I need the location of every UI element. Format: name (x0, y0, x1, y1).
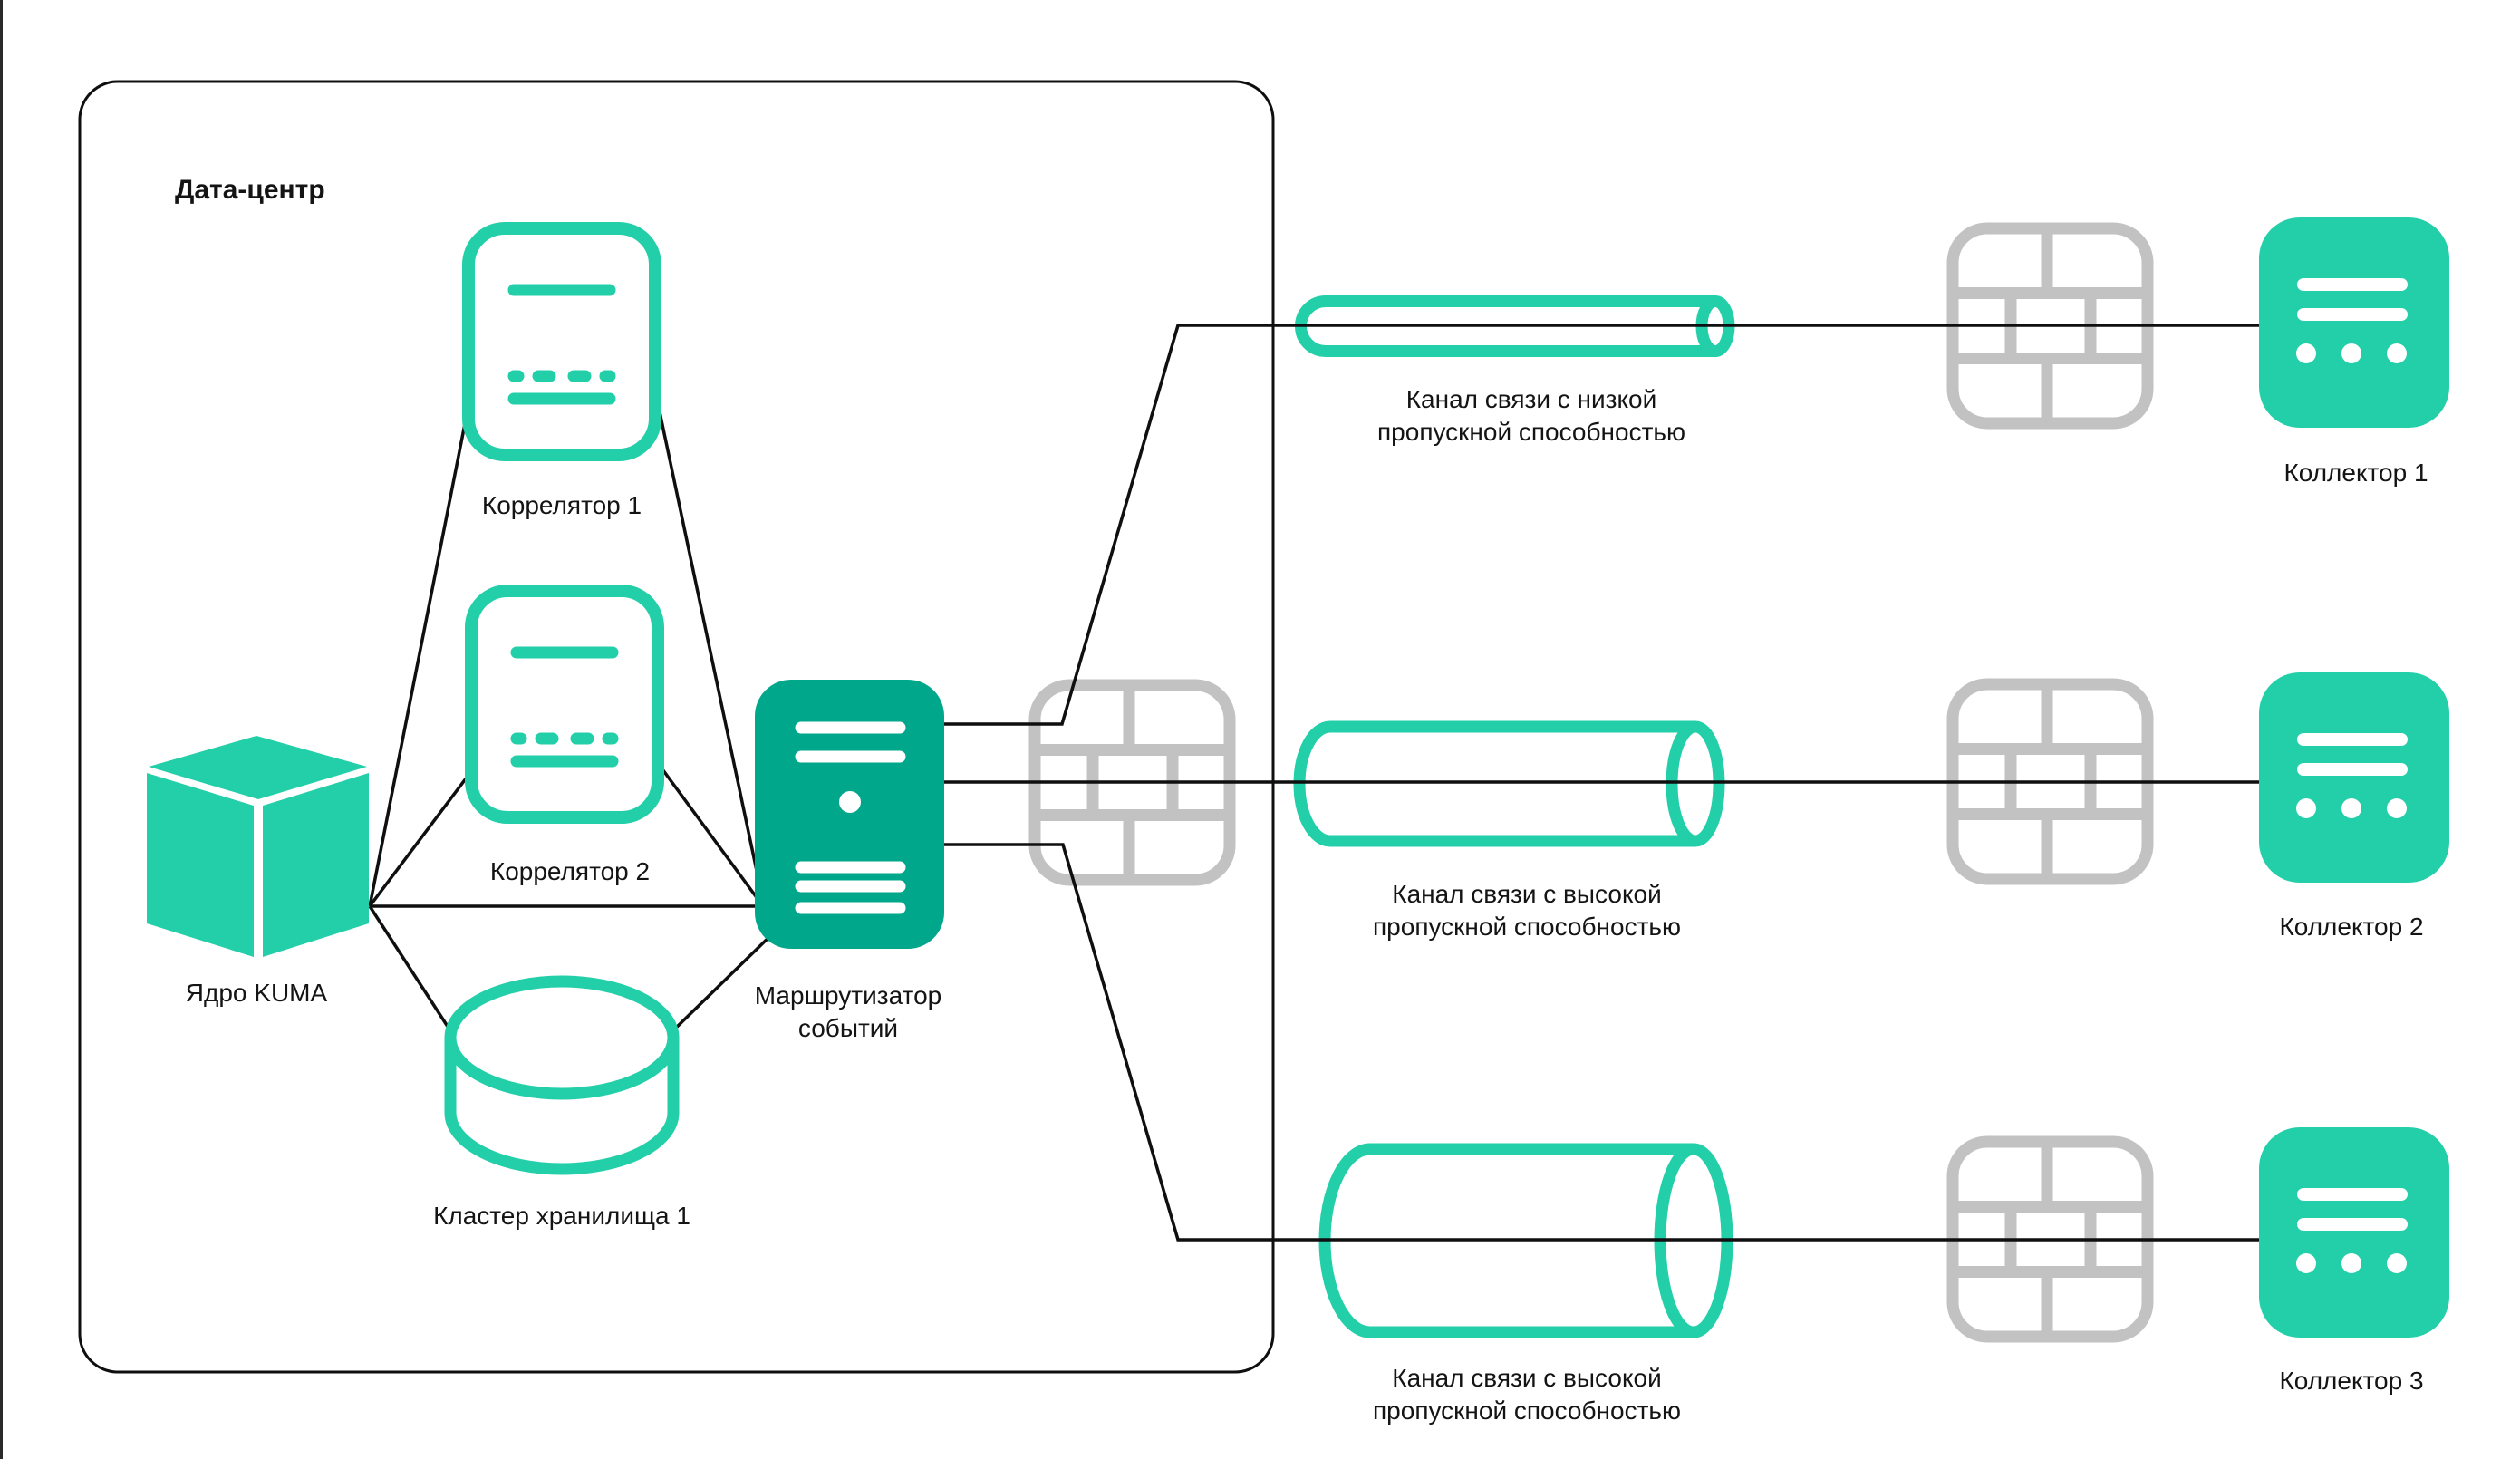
wide-pipe-icon (1293, 720, 1725, 847)
server-icon (755, 680, 944, 949)
channel-high1-label-line2: пропускной способностью (1373, 913, 1681, 941)
storage-label: Кластер хранилища 1 (433, 1202, 690, 1230)
correlator1-label: Коррелятор 1 (481, 491, 642, 519)
channel-low-label-line2: пропускной способностью (1377, 418, 1685, 446)
datacenter-label: Дата-центр (175, 175, 325, 205)
database-icon (444, 975, 680, 1175)
collector3-label: Коллектор 3 (2279, 1367, 2424, 1395)
collector2-label: Коллектор 2 (2279, 913, 2424, 941)
channel-high2-label-line1: Канал связи с высокой (1392, 1364, 1662, 1392)
channel-high2-label: Канал связи с высокой пропускной способн… (1373, 1362, 1681, 1427)
channel-high2-label-line2: пропускной способностью (1373, 1396, 1681, 1425)
router-label-line2: событий (797, 1014, 899, 1042)
channel-low-label: Канал связи с низкой пропускной способно… (1377, 383, 1685, 449)
channel-high1-label-line1: Канал связи с высокой (1392, 880, 1662, 908)
channel-high1-label: Канал связи с высокой пропускной способн… (1373, 878, 1681, 943)
channel-low-label-line1: Канал связи с низкой (1405, 385, 1657, 413)
document-icon (468, 228, 655, 455)
connection-lines (939, 324, 2259, 1242)
core-label: Ядро KUMA (185, 979, 328, 1007)
collector-icon (2259, 1127, 2449, 1338)
collector-icon (2259, 672, 2449, 883)
datacenter-box (78, 80, 1275, 1374)
cube-icon (147, 736, 369, 957)
correlator2-label: Коррелятор 2 (489, 857, 651, 885)
collector1-label: Коллектор 1 (2283, 459, 2428, 487)
router-label-line1: Маршрутизатор (754, 981, 942, 1010)
internal-edges (368, 372, 777, 1036)
collector-icon (2259, 217, 2449, 428)
document-icon (471, 591, 658, 817)
router-label: Маршрутизатор событий (755, 980, 941, 1045)
